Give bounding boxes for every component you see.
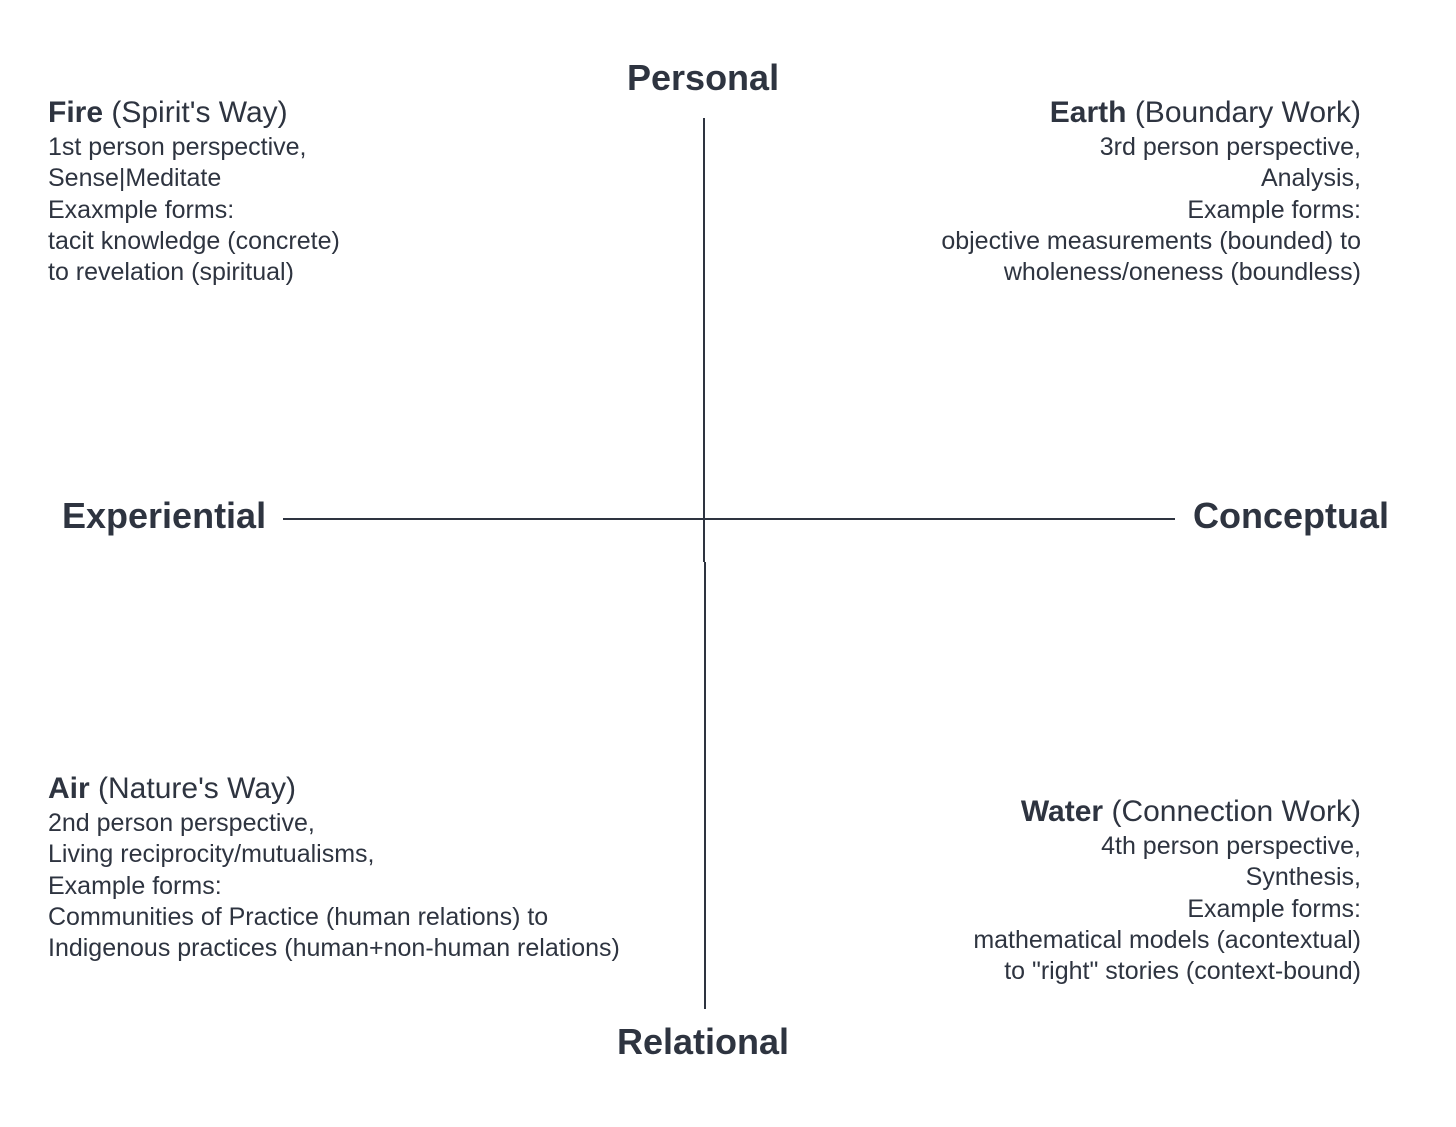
vertical-axis-lower <box>704 562 706 1009</box>
horizontal-axis <box>283 518 1175 520</box>
axis-label-personal: Personal <box>627 57 780 98</box>
quadrant-water-line: to "right" stories (context-bound) <box>1004 957 1361 986</box>
vertical-axis-upper <box>703 118 705 562</box>
quadrant-fire: Fire (Spirit's Way) 1st person perspecti… <box>48 96 340 288</box>
quadrant-earth-line: wholeness/oneness (boundless) <box>1003 258 1361 287</box>
quadrant-fire-line: Exaxmple forms: <box>48 195 235 224</box>
quadrant-water-line: 4th person perspective, <box>1101 832 1361 860</box>
quadrant-fire-line: to revelation (spiritual) <box>48 258 294 287</box>
quadrant-earth-subtitle: (Boundary Work) <box>1134 96 1361 129</box>
axis-label-relational: Relational <box>617 1021 790 1062</box>
axis-label-experiential: Experiential <box>62 495 267 536</box>
quadrant-water-line: Synthesis, <box>1245 863 1361 892</box>
quadrant-earth-line: 3rd person perspective, <box>1099 133 1361 161</box>
quadrant-water-name: Water <box>1020 795 1104 828</box>
quadrant-earth-line: objective measurements (bounded) to <box>941 226 1361 255</box>
quadrant-air: Air (Nature's Way) 2nd person perspectiv… <box>48 772 620 964</box>
quadrant-water-subtitle: (Connection Work) <box>1111 795 1361 828</box>
quadrant-water: Water (Connection Work) 4th person persp… <box>973 795 1361 987</box>
quadrant-air-line: Example forms: <box>48 871 222 900</box>
quadrant-earth-name: Earth <box>1049 96 1127 129</box>
quadrant-earth-line: Example forms: <box>1187 195 1361 224</box>
quadrant-air-subtitle: (Nature's Way) <box>98 772 297 805</box>
quadrant-earth: Earth (Boundary Work) 3rd person perspec… <box>941 96 1361 288</box>
quadrant-fire-subtitle: (Spirit's Way) <box>111 96 288 129</box>
quadrant-air-line: Living reciprocity/mutualisms, <box>48 840 375 869</box>
quadrant-earth-line: Analysis, <box>1260 164 1361 193</box>
quadrant-fire-line: tacit knowledge (concrete) <box>48 226 340 255</box>
axis-label-conceptual: Conceptual <box>1193 495 1390 536</box>
quadrant-fire-heading: Fire (Spirit's Way) <box>48 96 340 130</box>
quadrant-water-line: mathematical models (acontextual) <box>973 925 1361 954</box>
quadrant-fire-name: Fire <box>48 96 104 129</box>
quadrant-air-line: 2nd person perspective, <box>48 809 315 837</box>
quadrant-fire-line: Sense|Meditate <box>48 164 222 193</box>
quadrant-air-name: Air <box>48 772 90 805</box>
quadrant-water-heading: Water (Connection Work) <box>973 795 1361 829</box>
quadrant-earth-heading: Earth (Boundary Work) <box>941 96 1361 130</box>
quadrant-air-line: Communities of Practice (human relations… <box>48 902 549 931</box>
quadrant-fire-line: 1st person perspective, <box>48 133 307 161</box>
quadrant-air-heading: Air (Nature's Way) <box>48 772 620 806</box>
quadrant-air-line: Indigenous practices (human+non-human re… <box>48 934 620 963</box>
quadrant-water-line: Example forms: <box>1187 894 1361 923</box>
